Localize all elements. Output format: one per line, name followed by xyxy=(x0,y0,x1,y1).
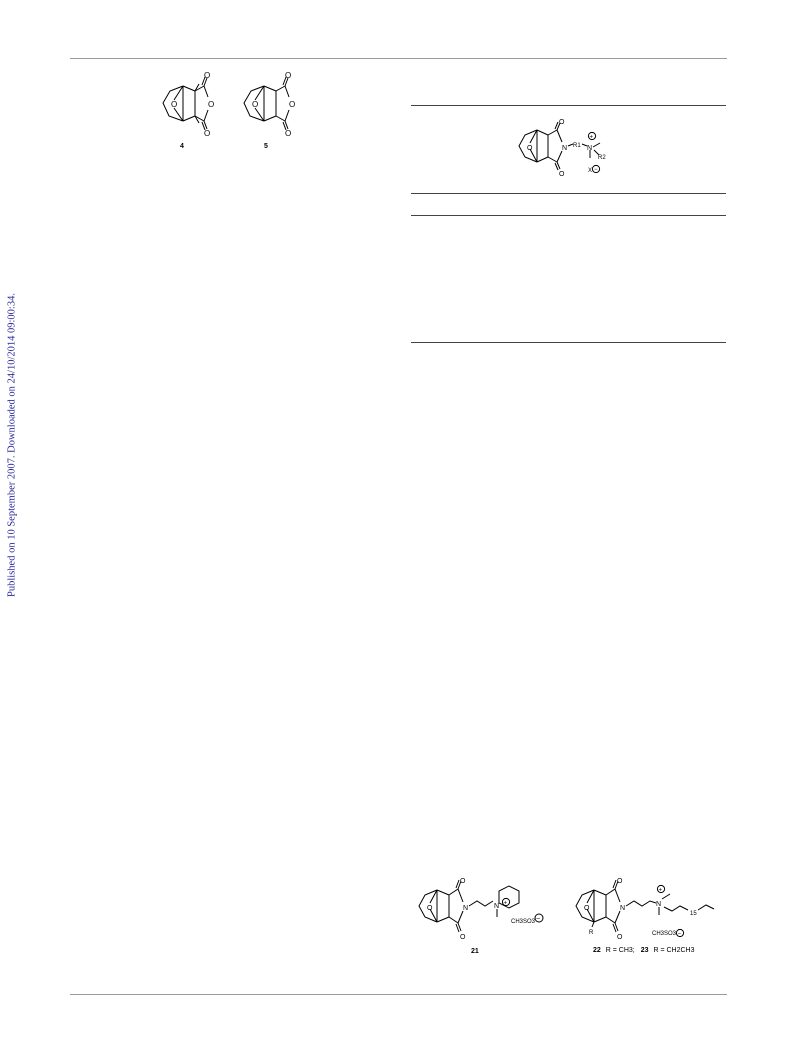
table-header-rule xyxy=(411,193,726,194)
scheme-plus-charge: + xyxy=(590,135,594,141)
compound-23-label: 23 xyxy=(641,947,649,954)
compound-5-carbonyl-o-top: O xyxy=(285,71,291,80)
compound-5-bridge-o: O xyxy=(252,100,258,109)
compound-4-carbonyl-o-bottom: O xyxy=(204,129,210,138)
c21-minus-charge: − xyxy=(536,916,540,923)
c21-plus-charge: + xyxy=(504,901,508,907)
c22-r-substituent: R xyxy=(589,930,594,936)
scheme-bridge-o: O xyxy=(527,145,533,152)
table-scheme-structure: O O O N R1 N + R2 X − xyxy=(518,119,606,178)
c22-chain-length: 15 xyxy=(690,911,697,917)
compound-21-structure: O O O N N + CH3SO3 − 21 xyxy=(418,878,544,955)
compound-23-caption: R = CH2CH3 xyxy=(653,947,694,954)
c21-bridge-o: O xyxy=(427,905,433,912)
compound-22-label: 22 xyxy=(593,947,601,954)
c22-carbonyl-o-bottom: O xyxy=(617,934,623,941)
c21-carbonyl-o-top: O xyxy=(460,878,466,885)
compound-22-23-caption: 22 R = CH3; 23 R = CH2CH3 xyxy=(593,947,695,954)
scheme-minus-charge: − xyxy=(594,167,598,173)
scheme-carbonyl-o-bottom: O xyxy=(559,171,565,178)
scheme-r1: R1 xyxy=(573,143,581,149)
c21-ammonium-n: N xyxy=(494,903,499,910)
scheme-counterion-x: X xyxy=(588,168,592,174)
download-notice: Published on 10 September 2007. Download… xyxy=(2,290,22,600)
scheme-ammonium-n: N xyxy=(587,145,592,152)
c22-plus-charge: + xyxy=(659,888,663,894)
footer-rule xyxy=(70,994,727,995)
compound-4-ring-o: O xyxy=(208,100,214,109)
c21-carbonyl-o-bottom: O xyxy=(460,934,466,941)
scheme-r2: R2 xyxy=(598,155,606,161)
compound-5-carbonyl-o-bottom: O xyxy=(285,129,291,138)
scheme-carbonyl-o-top: O xyxy=(559,119,565,126)
c22-counterion: CH3SO3 xyxy=(652,931,677,937)
download-notice-text: Published on 10 September 2007. Download… xyxy=(6,293,18,597)
c21-imide-n: N xyxy=(463,905,468,912)
c22-imide-n: N xyxy=(620,905,625,912)
compound-22-23-structure: O O O N R N + 15 CH3SO3 − 22 R = CH3; 23… xyxy=(575,878,715,954)
header-rule xyxy=(70,58,727,59)
table-top-rule xyxy=(411,105,726,106)
compound-4-label: 4 xyxy=(180,143,184,150)
compound-21-label: 21 xyxy=(471,948,479,955)
c22-ammonium-n: N xyxy=(656,901,661,908)
c22-minus-charge: − xyxy=(678,932,682,938)
compound-5-label: 5 xyxy=(264,143,268,150)
scheme-imide-n: N xyxy=(562,145,567,152)
c22-carbonyl-o-top: O xyxy=(617,878,623,885)
table-header-rule-2 xyxy=(411,215,726,216)
compound-5-ring-o: O xyxy=(289,100,295,109)
compound-4-carbonyl-o-top: O xyxy=(204,71,210,80)
compound-4-structure: O O O O 4 xyxy=(162,71,214,150)
c21-counterion: CH3SO3 xyxy=(511,919,536,925)
c22-bridge-o: O xyxy=(584,905,590,912)
compound-22-caption: R = CH3; xyxy=(606,947,635,954)
compound-5-structure: O O O O 5 xyxy=(243,71,295,150)
compound-4-bridge-o: O xyxy=(171,100,177,109)
table-bottom-rule xyxy=(411,342,726,343)
